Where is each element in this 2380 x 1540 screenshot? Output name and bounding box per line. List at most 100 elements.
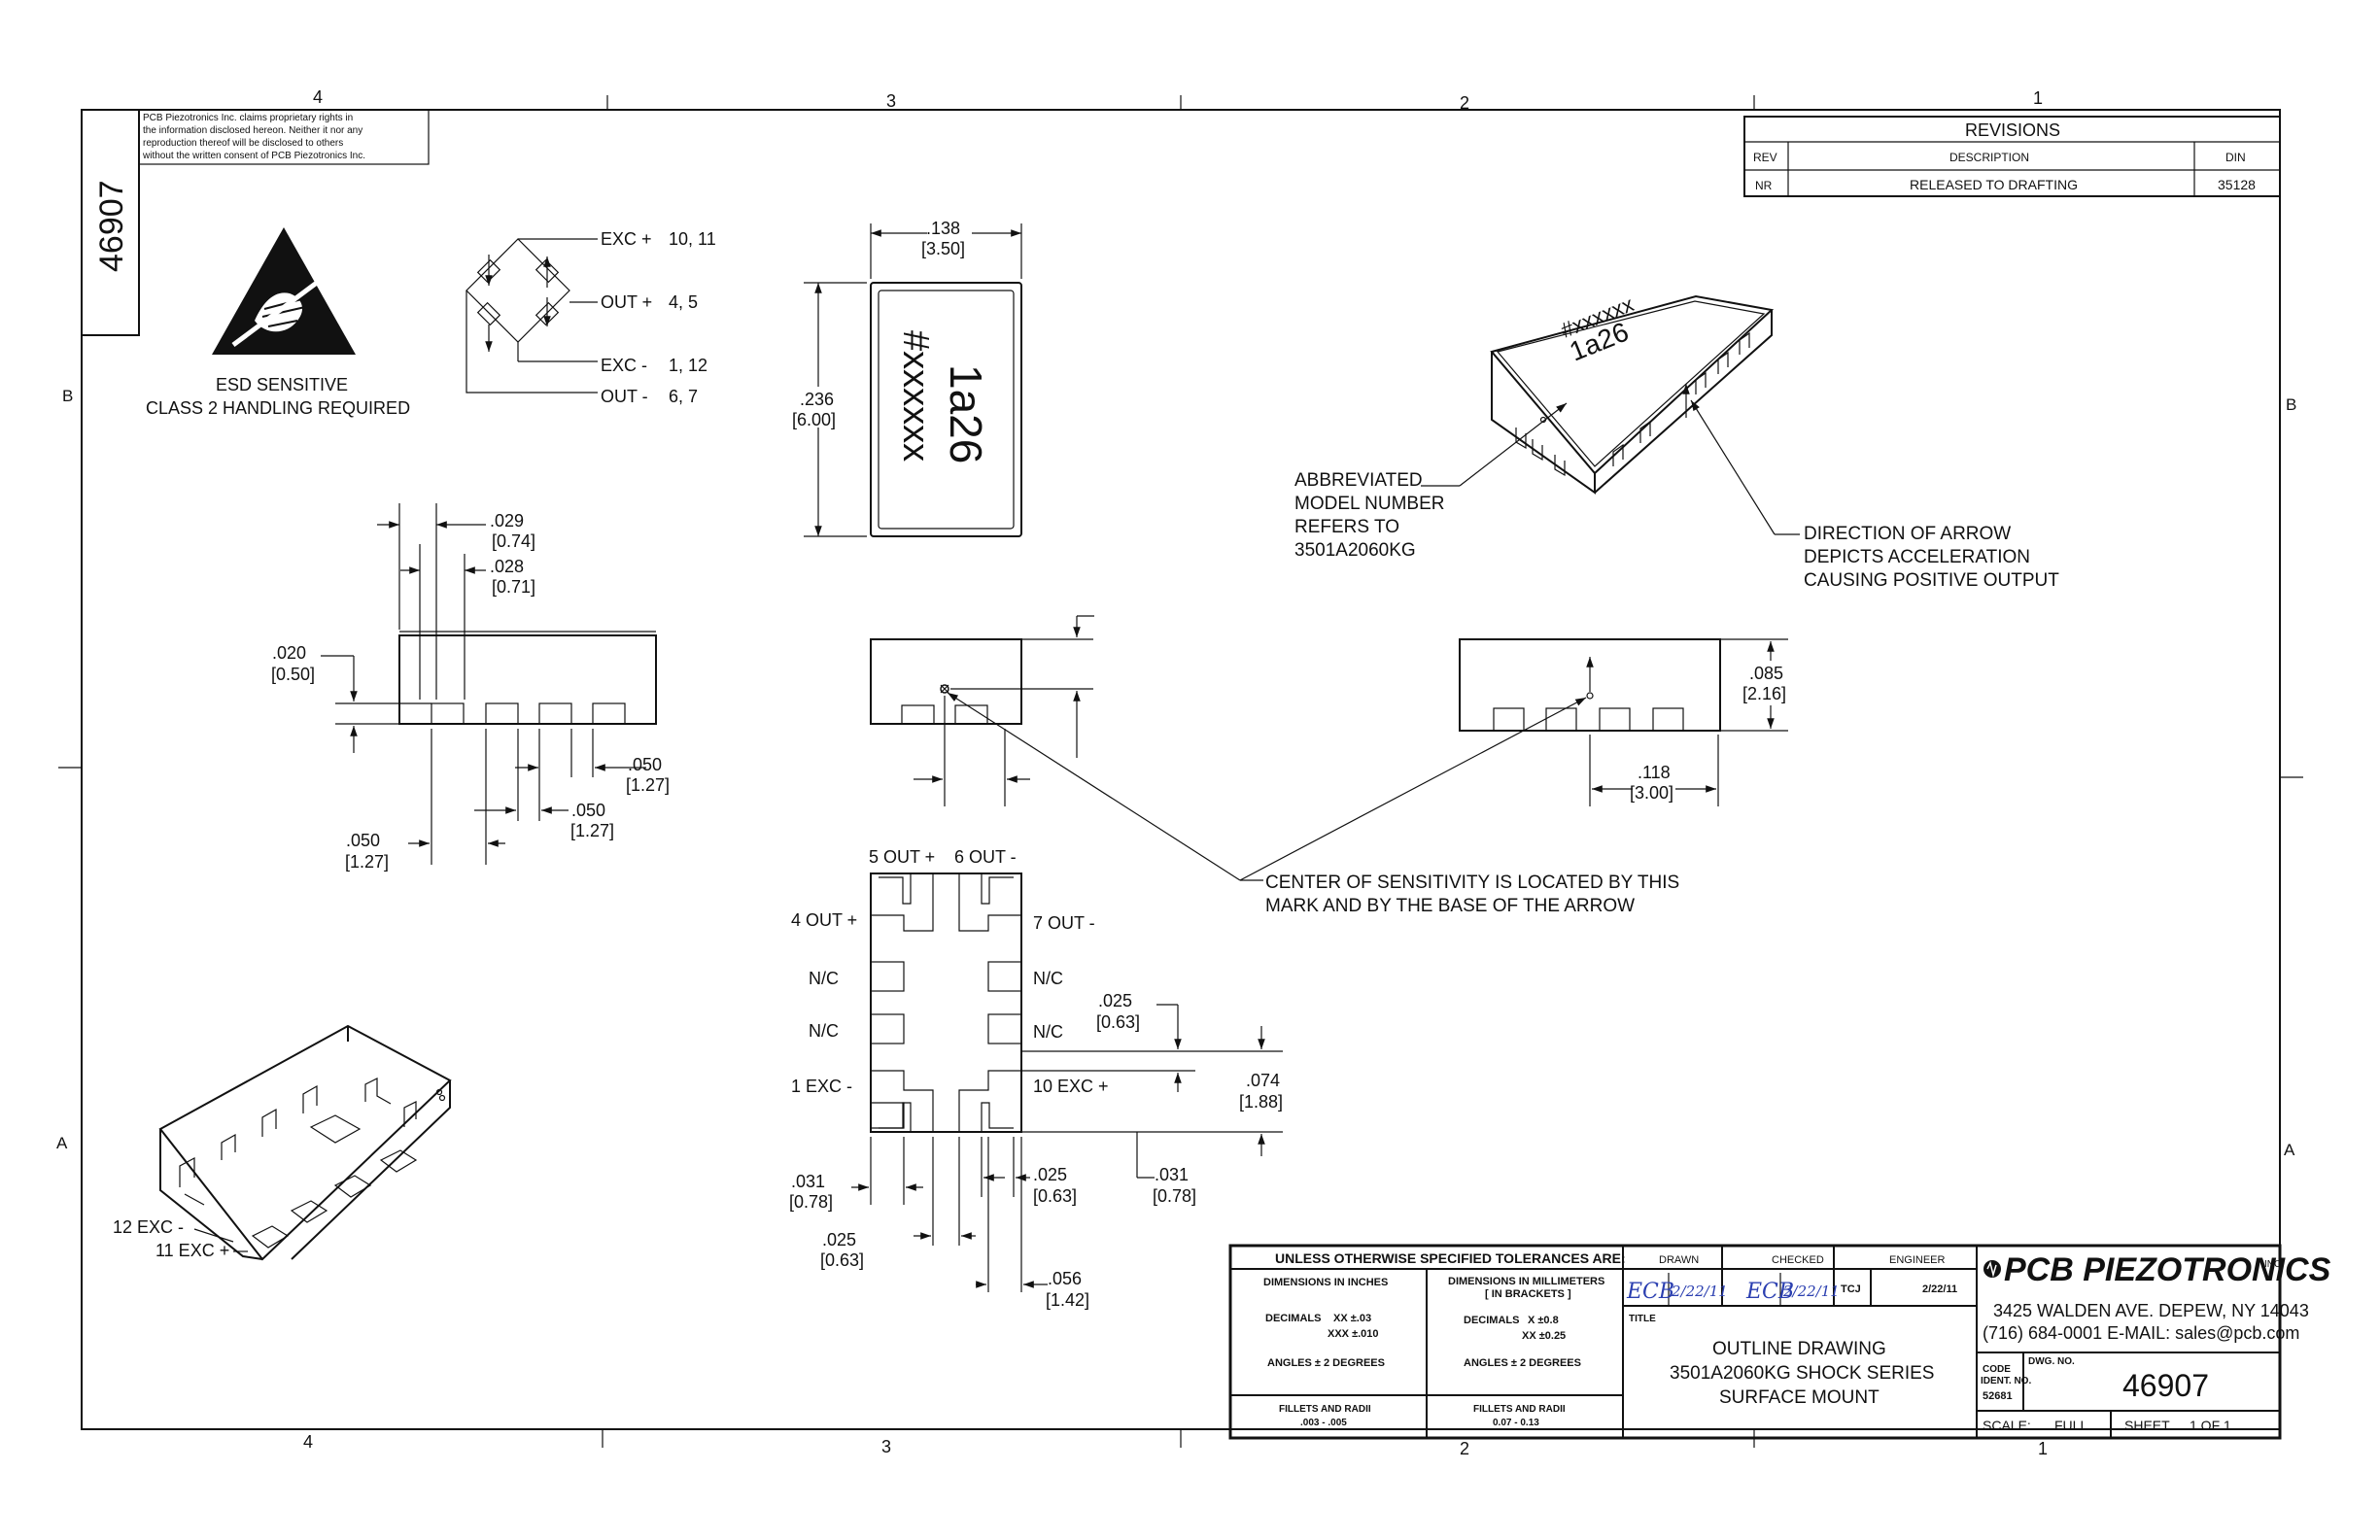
side-drawing-number: 46907 xyxy=(93,180,130,272)
pin-10-label: 10 EXC + xyxy=(1033,1077,1109,1096)
bottom-d2: .074 xyxy=(1246,1071,1280,1090)
bridge-schematic: EXC + 10, 11 OUT + 4, 5 EXC - 1, 12 OUT … xyxy=(466,229,716,406)
company-name: PCB PIEZOTRONICS xyxy=(2004,1251,2331,1288)
dwg-no-label: DWG. NO. xyxy=(2028,1356,2075,1367)
bottom-d4: .025 xyxy=(822,1230,856,1249)
center-note-line-1: CENTER OF SENSITIVITY IS LOCATED BY THIS xyxy=(1265,873,1679,893)
mm-xx-tolerance: XX ±0.25 xyxy=(1522,1330,1566,1342)
side-left-d1: .029 xyxy=(490,511,524,530)
inch-angles: ANGLES ± 2 DEGREES xyxy=(1267,1357,1385,1369)
esd-line-2: CLASS 2 HANDLING REQUIRED xyxy=(146,398,410,418)
side-right-d1-mm: [2.16] xyxy=(1742,684,1786,703)
bridge-out-minus-pins: 6, 7 xyxy=(669,387,698,406)
revisions-header-din: DIN xyxy=(2225,151,2246,164)
bridge-exc-minus-pins: 1, 12 xyxy=(669,356,707,375)
copyright-line-2: the information disclosed hereon. Neithe… xyxy=(143,125,362,136)
bottom-d5-mm: [0.63] xyxy=(1033,1186,1077,1206)
title-line-1: OUTLINE DRAWING xyxy=(1712,1339,1886,1359)
pcb-logo-icon xyxy=(1983,1260,2001,1278)
title-block: UNLESS OTHERWISE SPECIFIED TOLERANCES AR… xyxy=(1228,1244,2331,1440)
model-note-line-2: MODEL NUMBER xyxy=(1294,494,1444,514)
drawn-label: DRAWN xyxy=(1659,1254,1699,1266)
nc-right-2: N/C xyxy=(1033,1022,1063,1042)
side-left-d3-mm: [0.50] xyxy=(271,665,315,684)
sheet-value: 1 OF 1 xyxy=(2190,1418,2231,1433)
revision-row-description: RELEASED TO DRAFTING xyxy=(1910,177,2078,192)
copyright-line-4: without the written consent of PCB Piezo… xyxy=(142,151,365,161)
drawn-date: 2/22/11 xyxy=(1671,1283,1728,1300)
iso-top-pads xyxy=(1515,331,1750,477)
tolerances-title: UNLESS OTHERWISE SPECIFIED TOLERANCES AR… xyxy=(1275,1250,1626,1266)
revisions-header-description: DESCRIPTION xyxy=(1949,151,2029,164)
bottom-d6: .031 xyxy=(1155,1165,1189,1184)
top-view-height-dim: .236 xyxy=(800,390,834,409)
pin-1-label: 1 EXC - xyxy=(791,1077,852,1096)
dwg-no: 46907 xyxy=(2122,1368,2209,1403)
zone-col-2-bottom: 2 xyxy=(1460,1439,1469,1458)
nc-left-1: N/C xyxy=(809,969,839,988)
iso-pin-11-label: 11 EXC + xyxy=(155,1241,229,1260)
iso-arrow-note: DIRECTION OF ARROW DEPICTS ACCELERATION … xyxy=(1690,399,2059,591)
inch-xx-tolerance: XX ±.03 xyxy=(1333,1313,1371,1324)
pin-7-label: 7 OUT - xyxy=(1033,913,1095,933)
revision-row-din: 35128 xyxy=(2218,177,2256,192)
code-ident-label-1: CODE xyxy=(1983,1364,2011,1375)
mm-header-1: DIMENSIONS IN MILLIMETERS xyxy=(1448,1276,1604,1287)
revisions-title: REVISIONS xyxy=(1965,120,2060,140)
inch-header: DIMENSIONS IN INCHES xyxy=(1263,1277,1388,1288)
mm-header-2: [ IN BRACKETS ] xyxy=(1485,1288,1571,1300)
side-left-d3: .020 xyxy=(272,643,306,663)
engineer-date: 2/22/11 xyxy=(1922,1283,1957,1295)
sheet-label: SHEET xyxy=(2124,1418,2170,1433)
company-address: 3425 WALDEN AVE. DEPEW, NY 14043 xyxy=(1993,1301,2309,1320)
zone-col-1-top: 1 xyxy=(2033,88,2043,108)
pin-6-label: 6 OUT - xyxy=(954,847,1017,867)
revision-row-rev: NR xyxy=(1755,179,1773,192)
pin-5-label: 5 OUT + xyxy=(869,847,935,867)
bottom-d7: .056 xyxy=(1048,1269,1082,1288)
copyright-line-1: PCB Piezotronics Inc. claims proprietary… xyxy=(143,113,353,123)
bridge-out-plus-pins: 4, 5 xyxy=(669,292,698,312)
company-logo: PCB PIEZOTRONICS INC. xyxy=(1983,1251,2331,1288)
code-ident: 52681 xyxy=(1983,1390,2013,1402)
title-line-2: 3501A2060KG SHOCK SERIES xyxy=(1670,1363,1934,1384)
zone-col-2-top: 2 xyxy=(1460,93,1469,113)
nc-right-1: N/C xyxy=(1033,969,1063,988)
isometric-bottom-view: 12 EXC - 11 EXC + xyxy=(113,1024,452,1261)
title-line-3: SURFACE MOUNT xyxy=(1719,1387,1880,1408)
engineer-label: ENGINEER xyxy=(1889,1254,1946,1266)
revisions-header-rev: REV xyxy=(1753,151,1777,164)
mm-x-tolerance: X ±0.8 xyxy=(1528,1315,1559,1326)
mm-fillets-value: 0.07 - 0.13 xyxy=(1493,1418,1539,1428)
side-left-d6: .050 xyxy=(346,831,380,850)
top-view-serial-marking: #xxxxxx xyxy=(895,330,936,462)
side-view-right: .085 [2.16] .118 [3.00] xyxy=(1459,638,1788,806)
zone-labels: 4 3 2 1 4 3 2 1 B A B A xyxy=(56,87,2296,1458)
inch-xxx-tolerance: XXX ±.010 xyxy=(1328,1328,1379,1340)
esd-line-1: ESD SENSITIVE xyxy=(216,375,348,394)
scale-value: FULL xyxy=(2054,1418,2087,1433)
side-drawing-number-box: 46907 xyxy=(81,109,140,336)
zone-row-b-right: B xyxy=(2286,395,2296,414)
mm-decimals-label: DECIMALS xyxy=(1464,1315,1519,1326)
side-left-d5: .050 xyxy=(571,801,605,820)
revisions-table: REVISIONS REV DESCRIPTION DIN NR RELEASE… xyxy=(1743,116,2281,197)
bottom-d5: .025 xyxy=(1033,1165,1067,1184)
company-contact: (716) 684-0001 E-MAIL: sales@pcb.com xyxy=(1983,1323,2299,1343)
top-view-model-marking: 1a26 xyxy=(941,364,991,463)
side-left-d4: .050 xyxy=(628,755,662,774)
side-left-d4-mm: [1.27] xyxy=(626,775,670,795)
bottom-d1-mm: [0.63] xyxy=(1096,1012,1140,1032)
side-left-d1-mm: [0.74] xyxy=(492,531,535,551)
inch-decimals-label: DECIMALS xyxy=(1265,1313,1321,1324)
top-view-width-dim: .138 xyxy=(926,219,960,238)
esd-warning: ESD SENSITIVE CLASS 2 HANDLING REQUIRED xyxy=(146,227,410,418)
scale-label: SCALE: xyxy=(1983,1418,2031,1433)
checked-label: CHECKED xyxy=(1772,1254,1824,1266)
top-view-width-mm: [3.50] xyxy=(921,239,965,258)
side-view-left: .029 [0.74] .028 [0.71] .020 [0.50] .050… xyxy=(271,503,670,872)
bottom-d3-mm: [0.78] xyxy=(789,1192,833,1212)
bridge-out-plus-label: OUT + xyxy=(601,292,652,312)
copyright-line-3: reproduction thereof will be disclosed t… xyxy=(143,138,343,149)
bottom-d6-mm: [0.78] xyxy=(1153,1186,1196,1206)
